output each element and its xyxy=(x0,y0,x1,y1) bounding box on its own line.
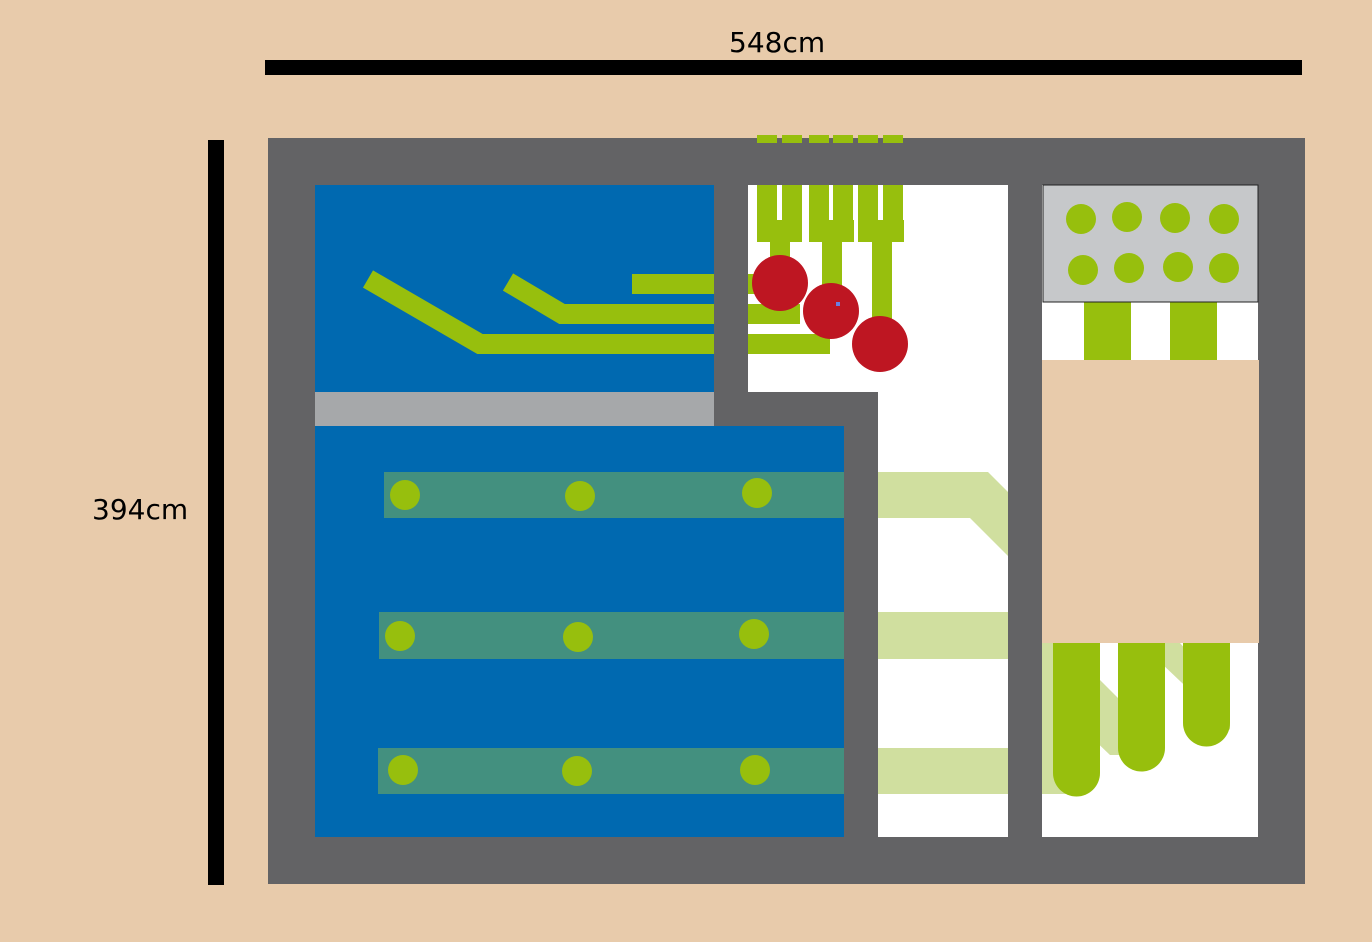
right-room-pipes xyxy=(1053,302,1230,797)
plant-dot xyxy=(562,756,592,786)
plant-dot xyxy=(388,755,418,785)
red-fixture xyxy=(852,316,908,372)
pool-ledge xyxy=(315,392,714,426)
width-dimension-bar xyxy=(265,60,1302,75)
height-label: 394cm xyxy=(92,493,189,526)
teal-strip xyxy=(379,612,844,659)
red-fixture xyxy=(752,255,808,311)
plant-dot xyxy=(740,755,770,785)
teal-strip xyxy=(378,748,844,794)
red-fixture xyxy=(803,283,859,339)
teal-strip xyxy=(384,472,844,518)
wall xyxy=(714,185,748,426)
plant-rows xyxy=(378,472,844,794)
storage-area xyxy=(1042,360,1259,643)
panel-dots xyxy=(1066,202,1239,285)
height-dimension-bar xyxy=(208,140,224,885)
wall xyxy=(1008,138,1042,884)
plant-dot xyxy=(742,478,772,508)
width-label: 548cm xyxy=(729,26,826,59)
plant-dot xyxy=(739,619,769,649)
wall xyxy=(844,392,878,837)
plant-dot xyxy=(565,481,595,511)
plant-dot xyxy=(390,480,420,510)
control-panel xyxy=(1042,184,1259,303)
red-fixtures xyxy=(752,255,908,372)
plant-dot xyxy=(385,621,415,651)
top-pipe-stubs xyxy=(757,135,903,143)
plant-dot xyxy=(563,622,593,652)
